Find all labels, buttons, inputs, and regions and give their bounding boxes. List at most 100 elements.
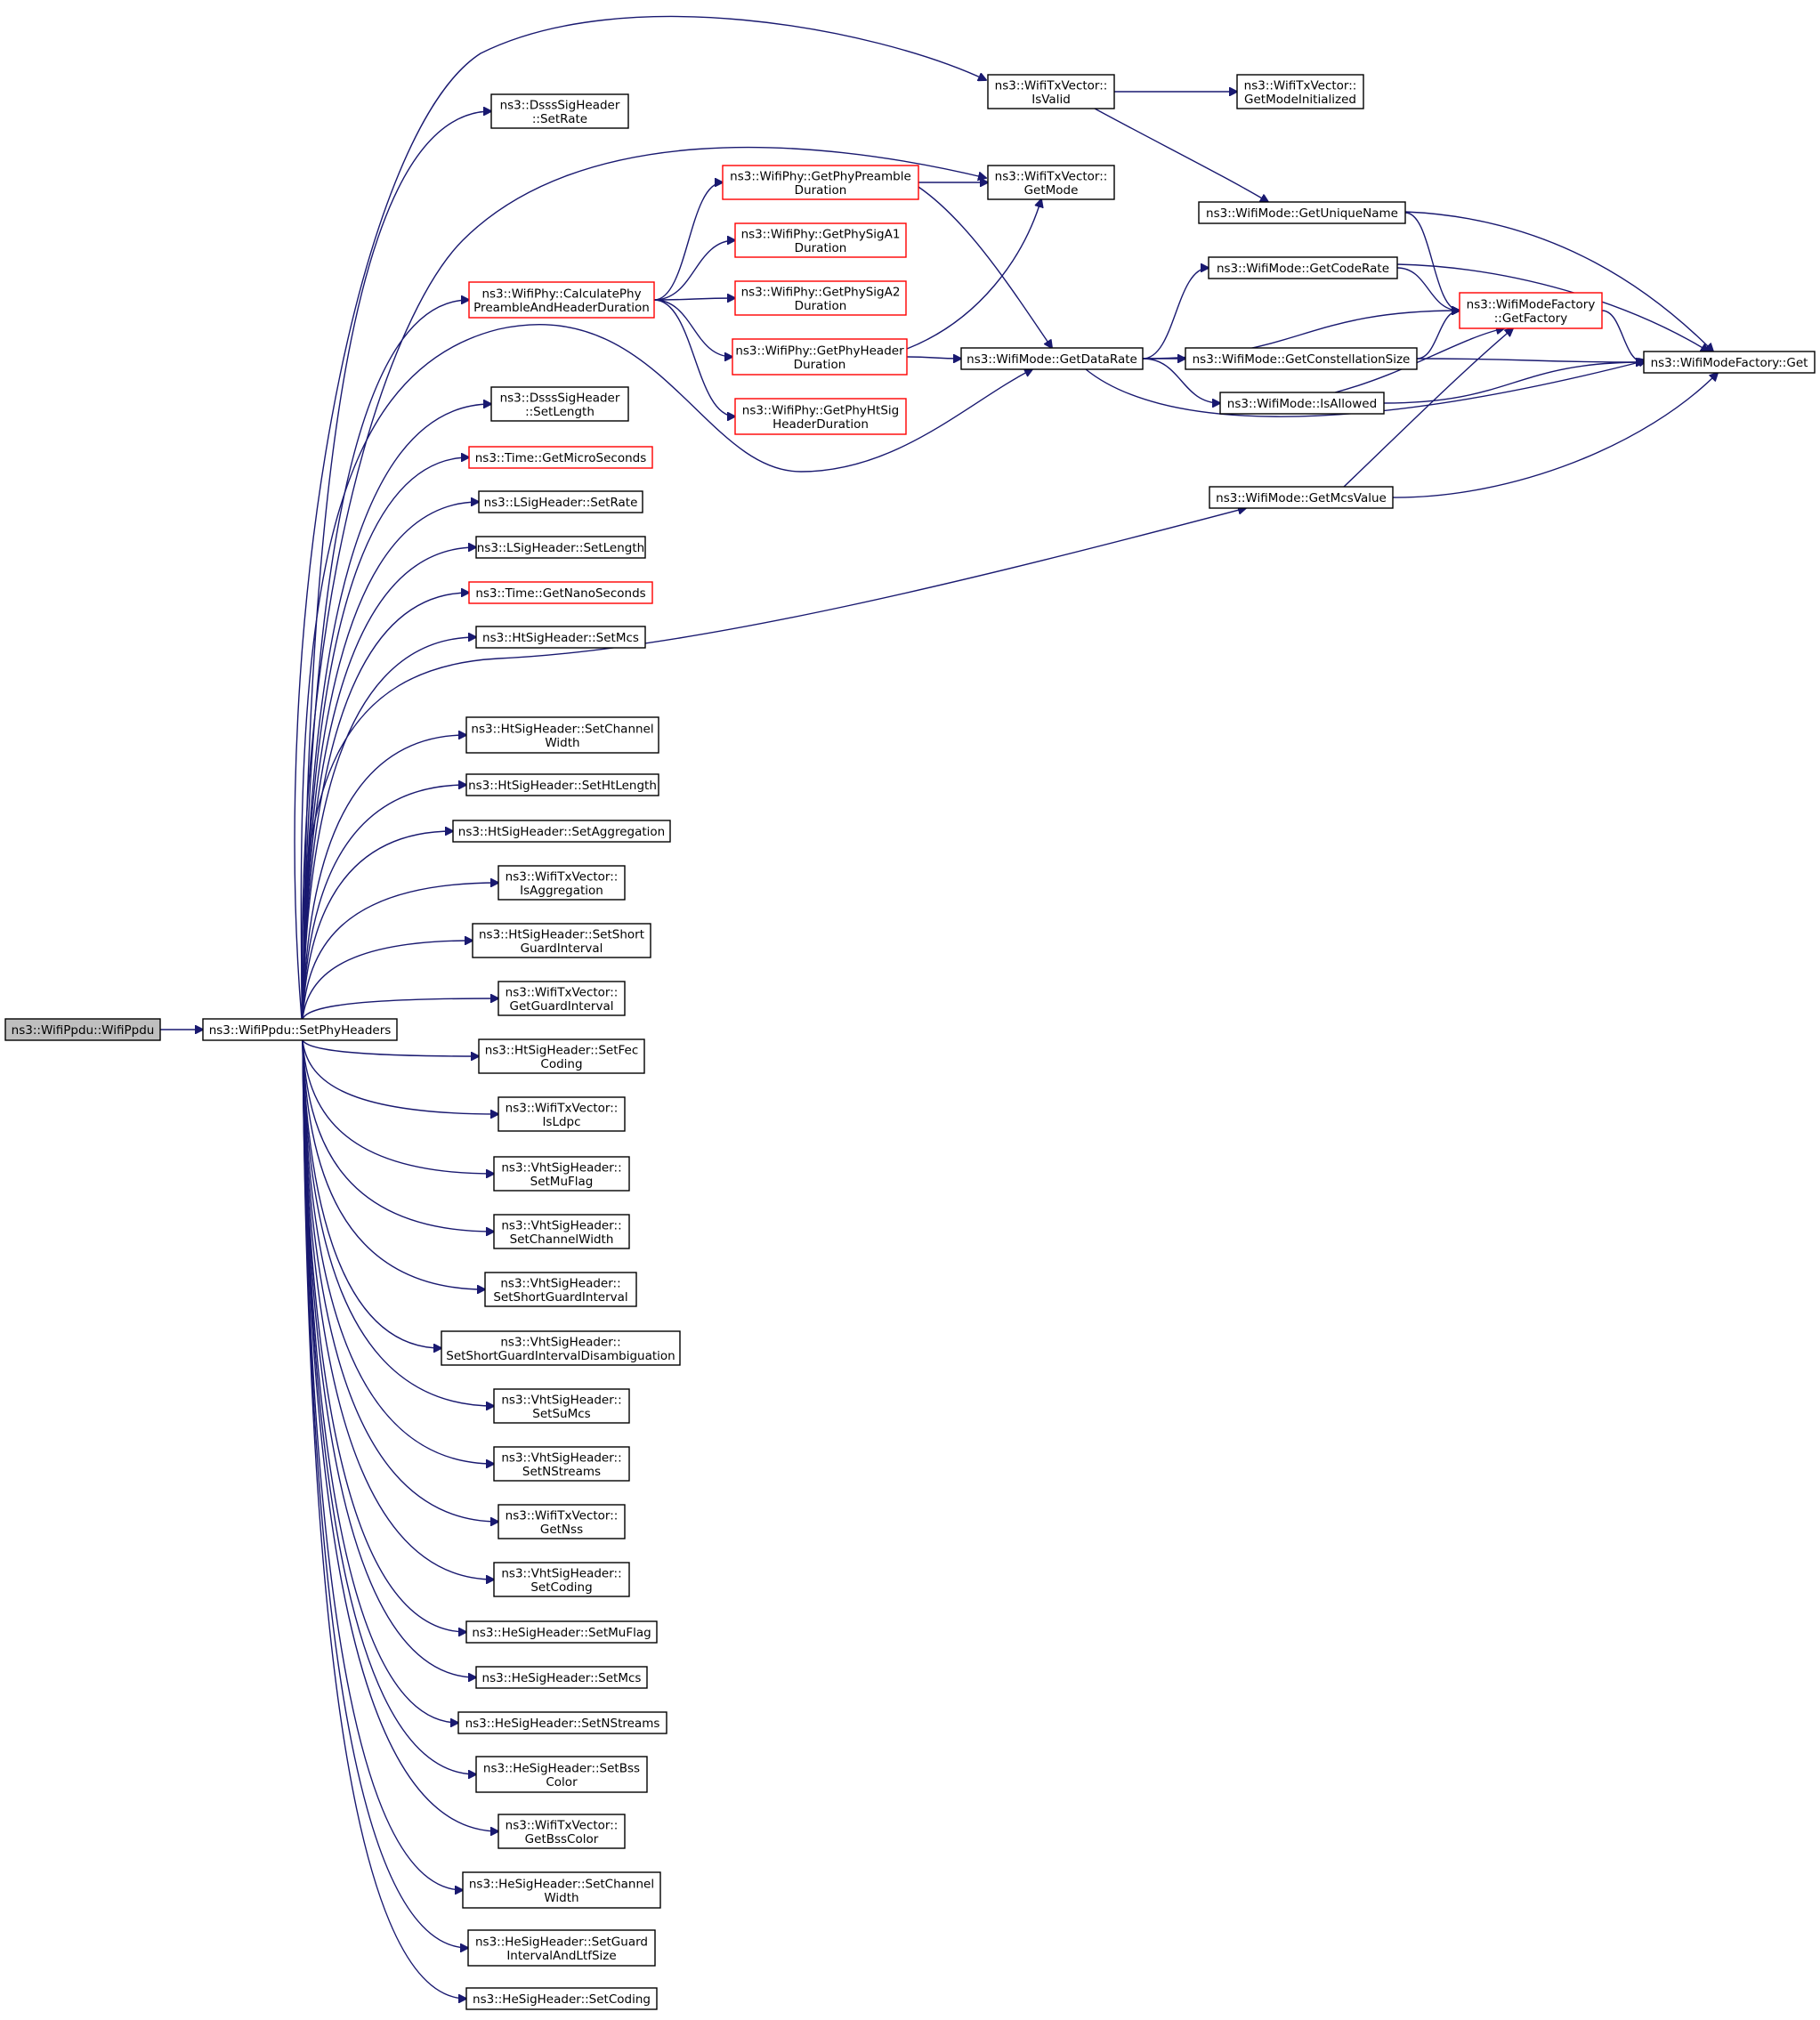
- node-vhtsgi[interactable]: ns3::VhtSigHeader::SetShortGuardInterval: [484, 1272, 637, 1307]
- node-cr[interactable]: ns3::WifiMode::GetCodeRate: [1208, 256, 1398, 279]
- node-box: [475, 626, 646, 649]
- node-gbss[interactable]: ns3::WifiTxVector::GetBssColor: [497, 1814, 626, 1849]
- edge-sph-to-vhtsgid: [302, 1039, 441, 1348]
- node-vhtmu[interactable]: ns3::VhtSigHeader::SetMuFlag: [493, 1156, 630, 1192]
- node-label: ns3::HtSigHeader::SetHtLength: [468, 779, 657, 793]
- node-vhtsgid[interactable]: ns3::VhtSigHeader::SetShortGuardInterval…: [441, 1330, 681, 1366]
- node-box: [490, 93, 629, 129]
- node-box: [465, 716, 659, 754]
- node-box: [4, 1018, 161, 1041]
- node-tmic[interactable]: ns3::Time::GetMicroSeconds: [468, 446, 653, 469]
- node-dr[interactable]: ns3::WifiMode::GetDataRate: [960, 347, 1144, 370]
- node-box: [468, 581, 653, 604]
- node-label: ns3::HeSigHeader::SetMuFlag: [472, 1626, 651, 1640]
- node-label: ns3::WifiPhy::GetPhyPreamble: [730, 169, 911, 183]
- node-get[interactable]: ns3::WifiModeFactory::Get: [1643, 351, 1816, 374]
- node-htcw[interactable]: ns3::HtSigHeader::SetChannelWidth: [465, 716, 659, 754]
- edge-cs-to-get: [1416, 359, 1644, 362]
- node-htmcs[interactable]: ns3::HtSigHeader::SetMcs: [475, 626, 646, 649]
- edge-sph-to-vhtcw: [302, 1039, 494, 1232]
- node-box: [441, 1330, 681, 1366]
- node-un[interactable]: ns3::WifiMode::GetUniqueName: [1198, 201, 1406, 224]
- node-label: ns3::HtSigHeader::SetShort: [479, 927, 644, 941]
- node-label: ns3::VhtSigHeader::: [501, 1566, 621, 1580]
- node-label: ns3::HtSigHeader::SetFec: [485, 1043, 639, 1057]
- node-cph[interactable]: ns3::WifiPhy::CalculatePhyPreambleAndHea…: [468, 281, 655, 319]
- node-label: ns3::LSigHeader::SetRate: [484, 496, 638, 510]
- node-box: [1208, 256, 1398, 279]
- edge-cph-to-ghts: [653, 299, 735, 416]
- edge-sph-to-vhtns: [302, 1039, 494, 1464]
- node-htsgi[interactable]: ns3::HtSigHeader::SetShortGuardInterval: [472, 923, 651, 958]
- node-hegi[interactable]: ns3::HeSigHeader::SetGuardIntervalAndLtf…: [467, 1929, 656, 1967]
- node-root[interactable]: ns3::WifiPpdu::WifiPpdu: [4, 1018, 161, 1041]
- node-sph[interactable]: ns3::WifiPpdu::SetPhyHeaders: [202, 1018, 398, 1041]
- edge-cph-to-gpd: [653, 182, 723, 301]
- node-ggi[interactable]: ns3::WifiTxVector::GetGuardInterval: [497, 981, 626, 1016]
- node-lsr[interactable]: ns3::LSigHeader::SetRate: [478, 490, 643, 513]
- node-gf[interactable]: ns3::WifiModeFactory::GetFactory: [1459, 292, 1603, 329]
- node-isldpc[interactable]: ns3::WifiTxVector::IsLdpc: [497, 1096, 626, 1132]
- edge-un-to-gf: [1404, 212, 1460, 311]
- edge-dr-to-get: [1085, 360, 1646, 417]
- node-cs[interactable]: ns3::WifiMode::GetConstellationSize: [1185, 347, 1418, 370]
- node-label: ns3::VhtSigHeader::: [501, 1450, 621, 1465]
- node-htagg[interactable]: ns3::HtSigHeader::SetAggregation: [452, 820, 671, 843]
- node-box: [1219, 392, 1385, 415]
- node-box: [732, 338, 908, 376]
- node-label: GetNss: [540, 1523, 583, 1537]
- node-htlen[interactable]: ns3::HtSigHeader::SetHtLength: [465, 773, 659, 796]
- node-label: ::SetLength: [525, 405, 595, 419]
- node-box: [497, 1814, 626, 1849]
- node-ia[interactable]: ns3::WifiMode::IsAllowed: [1219, 392, 1385, 415]
- function-nodes: ns3::WifiPpdu::WifiPpdu ns3::WifiPpdu::Se…: [4, 74, 1816, 2010]
- edge-gpd-to-dr: [918, 186, 1052, 348]
- node-box: [493, 1214, 630, 1249]
- node-hemu[interactable]: ns3::HeSigHeader::SetMuFlag: [465, 1620, 658, 1644]
- node-label: ns3::Time::GetMicroSeconds: [475, 451, 647, 465]
- edge-sph-to-htsgi: [302, 941, 473, 1020]
- node-dssr[interactable]: ns3::DsssSigHeader::SetRate: [490, 93, 629, 129]
- edge-sph-to-htfec: [302, 1039, 479, 1056]
- node-vhtcw[interactable]: ns3::VhtSigHeader::SetChannelWidth: [493, 1214, 630, 1249]
- node-gmi[interactable]: ns3::WifiTxVector::GetModeInitialized: [1236, 74, 1364, 109]
- node-box: [465, 1620, 658, 1644]
- node-box: [734, 222, 907, 258]
- node-hecod[interactable]: ns3::HeSigHeader::SetCoding: [465, 1987, 658, 2010]
- node-isvalid[interactable]: ns3::WifiTxVector::IsValid: [987, 74, 1115, 109]
- node-tnano[interactable]: ns3::Time::GetNanoSeconds: [468, 581, 653, 604]
- node-gnss[interactable]: ns3::WifiTxVector::GetNss: [497, 1504, 626, 1539]
- node-box: [1643, 351, 1816, 374]
- node-isagg[interactable]: ns3::WifiTxVector::IsAggregation: [497, 865, 626, 901]
- node-label: Duration: [795, 241, 847, 255]
- node-mcs[interactable]: ns3::WifiMode::GetMcsValue: [1209, 486, 1394, 509]
- node-dssl[interactable]: ns3::DsssSigHeader::SetLength: [490, 386, 629, 422]
- node-hemcs[interactable]: ns3::HeSigHeader::SetMcs: [475, 1666, 648, 1689]
- node-label: ns3::VhtSigHeader::: [500, 1276, 620, 1290]
- node-label: ns3::HeSigHeader::SetBss: [483, 1761, 640, 1775]
- edge-dr-to-ia: [1142, 358, 1220, 403]
- edge-sph-to-vhtsgi: [302, 1039, 485, 1289]
- node-hens[interactable]: ns3::HeSigHeader::SetNStreams: [457, 1711, 667, 1734]
- node-hecw[interactable]: ns3::HeSigHeader::SetChannelWidth: [462, 1871, 661, 1909]
- node-vhtsumcs[interactable]: ns3::VhtSigHeader::SetSuMcs: [493, 1388, 630, 1424]
- edge-sph-to-isagg: [302, 883, 498, 1020]
- node-vhtcod[interactable]: ns3::VhtSigHeader::SetCoding: [493, 1562, 630, 1597]
- edge-sph-to-htagg: [302, 831, 453, 1020]
- edge-sph-to-tnano: [302, 593, 469, 1020]
- node-vhtns[interactable]: ns3::VhtSigHeader::SetNStreams: [493, 1446, 630, 1482]
- edge-ia-to-gf: [1334, 328, 1504, 393]
- node-label: IntervalAndLtfSize: [506, 1949, 616, 1963]
- edge-sph-to-isvalid: [294, 15, 986, 1030]
- node-lsl[interactable]: ns3::LSigHeader::SetLength: [475, 536, 646, 559]
- node-box: [960, 347, 1144, 370]
- node-getmode[interactable]: ns3::WifiTxVector::GetMode: [987, 165, 1115, 200]
